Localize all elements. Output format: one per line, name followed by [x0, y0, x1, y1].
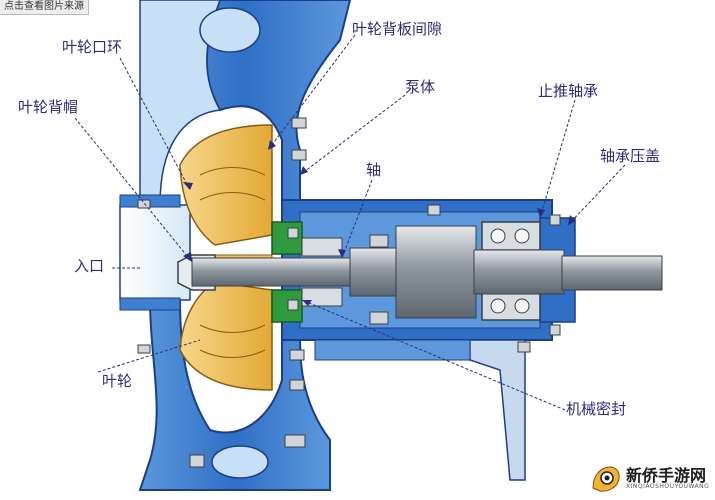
inlet-channel: [119, 194, 191, 311]
volute-casing: [138, 0, 352, 491]
label-inlet: 入口: [74, 257, 105, 275]
bolts: [137, 117, 561, 468]
arrow-heads: [183, 140, 576, 306]
label-impeller: 叶轮: [102, 372, 133, 390]
leader-lines: [74, 34, 626, 411]
shaft: [191, 225, 663, 319]
label-mechanical-seal: 机械密封: [566, 400, 627, 418]
label-shaft: 轴: [366, 161, 382, 179]
thrust-bearing: [481, 221, 541, 321]
label-impeller-cap: 叶轮背帽: [18, 98, 79, 116]
label-impeller-ring: 叶轮口环: [62, 38, 123, 56]
watermark: 新侨手游网 XINQIAOSHOUYOUWANG: [590, 460, 710, 496]
mechanical-seal: [271, 221, 343, 323]
label-pump-body: 泵体: [405, 78, 436, 96]
watermark-logo-icon: [592, 466, 620, 492]
label-impeller-back-gap: 叶轮背板间隙: [352, 20, 443, 38]
watermark-subtitle: XINQIAOSHOUYOUWANG: [626, 483, 710, 490]
image-source-tooltip[interactable]: 点击查看图片来源: [0, 0, 89, 15]
watermark-title: 新侨手游网: [626, 466, 707, 485]
label-bearing-cover: 轴承压盖: [600, 147, 661, 165]
label-thrust-bearing: 止推轴承: [538, 82, 599, 100]
